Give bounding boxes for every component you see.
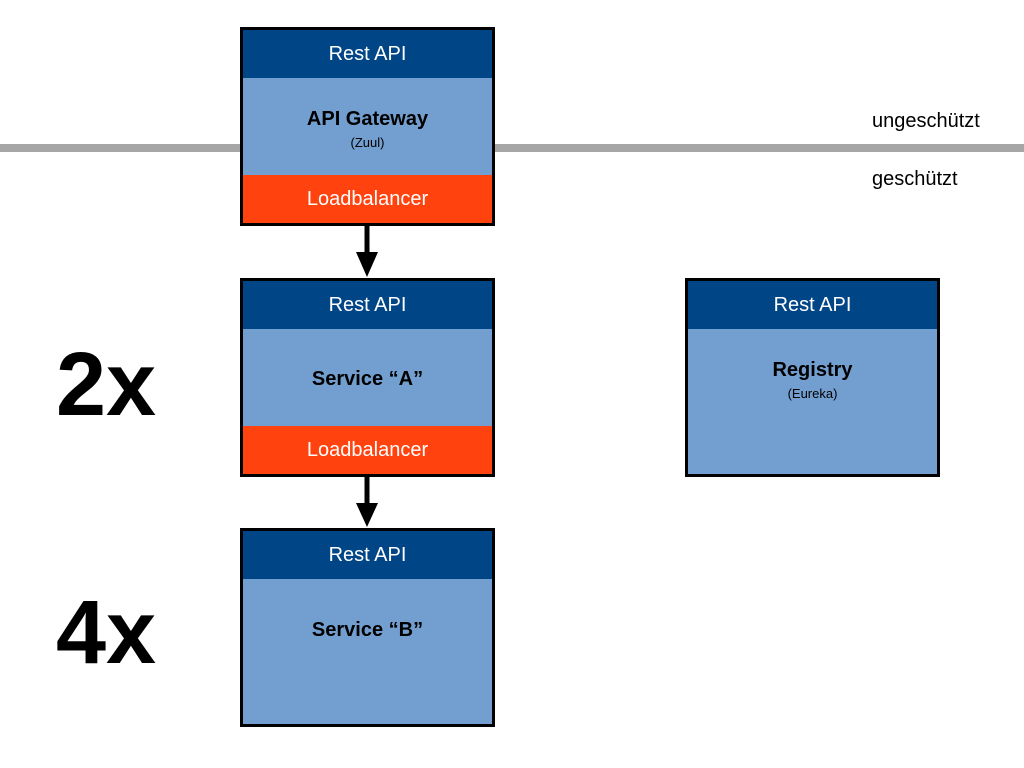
protected-zone-label: geschützt	[872, 168, 958, 190]
registry-body: Registry (Eureka)	[688, 359, 937, 401]
service-b-body: Service “B”	[243, 619, 492, 642]
service-a-loadbalancer: Loadbalancer	[243, 426, 492, 474]
gateway-subtitle: (Zuul)	[350, 135, 385, 150]
service-b-multiplier: 4x	[56, 583, 157, 683]
gateway-title: API Gateway	[306, 108, 429, 130]
service-b-rest-api-header: Rest API	[243, 531, 492, 579]
service-b-box: Rest API Service “B”	[240, 528, 495, 727]
registry-subtitle: (Eureka)	[787, 386, 838, 401]
service-a-body: Service “A”	[243, 368, 492, 391]
service-a-box: Rest API Service “A” Loadbalancer	[240, 278, 495, 477]
service-a-multiplier: 2x	[56, 335, 157, 435]
service-a-rest-api-header: Rest API	[243, 281, 492, 329]
registry-box: Rest API Registry (Eureka)	[685, 278, 940, 477]
unprotected-zone-label: ungeschützt	[872, 110, 980, 132]
arrow-service-a-to-service-b	[356, 476, 378, 527]
security-boundary-line	[0, 144, 1024, 152]
service-a-title: Service “A”	[311, 368, 424, 390]
service-b-title: Service “B”	[311, 619, 424, 641]
gateway-rest-api-header: Rest API	[243, 30, 492, 78]
arrow-gateway-to-service-a	[356, 225, 378, 277]
registry-title: Registry	[772, 359, 853, 381]
api-gateway-box: Rest API API Gateway (Zuul) Loadbalancer	[240, 27, 495, 226]
gateway-body: API Gateway (Zuul)	[243, 108, 492, 150]
registry-rest-api-header: Rest API	[688, 281, 937, 329]
gateway-loadbalancer: Loadbalancer	[243, 175, 492, 223]
